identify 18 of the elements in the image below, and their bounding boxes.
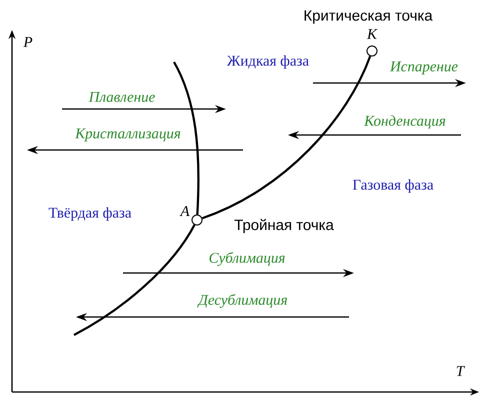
phase-label: Газовая фаза xyxy=(352,179,434,193)
axis-label: T xyxy=(456,366,466,376)
process-label: Испарение xyxy=(390,62,458,74)
phase-label: Твёрдая фаза xyxy=(48,207,132,221)
process-label: Кристаллизация xyxy=(75,128,180,142)
axis-label: P xyxy=(23,37,32,47)
point-letter: A xyxy=(180,206,190,216)
process-label: Конденсация xyxy=(364,115,446,129)
phase-boundary-curve xyxy=(173,62,200,215)
point-letter: K xyxy=(366,29,378,39)
phase-boundary-curve xyxy=(73,224,196,336)
process-label: Сублимация xyxy=(210,252,285,266)
point-caption: Тройная точка xyxy=(234,218,334,234)
process-label: Плавление xyxy=(88,92,155,102)
point-caption: Критическая точка xyxy=(304,10,433,24)
process-label: Десублимация xyxy=(197,294,287,308)
phase-boundary-curve xyxy=(202,56,372,220)
phase-label: Жидкая фаза xyxy=(226,55,309,69)
